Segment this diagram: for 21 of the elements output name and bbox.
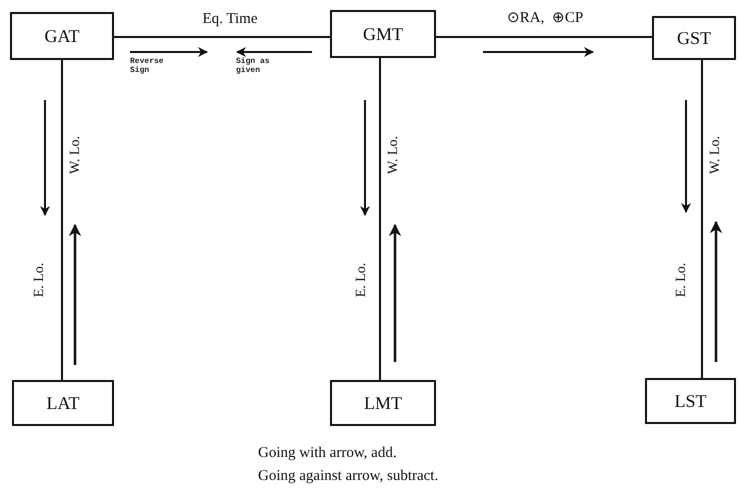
rule-note: Going with arrow, add. bbox=[258, 445, 397, 462]
time-box: LMT bbox=[330, 380, 436, 426]
time-box: LST bbox=[645, 378, 736, 424]
longitude-label: E. Lo. bbox=[674, 262, 690, 298]
connector-line bbox=[379, 58, 381, 380]
time-box: LAT bbox=[12, 380, 114, 426]
longitude-label: E. Lo. bbox=[32, 262, 48, 298]
connector-line bbox=[701, 60, 703, 378]
longitude-label: W. Lo. bbox=[708, 136, 724, 174]
rule-note: Going against arrow, subtract. bbox=[258, 468, 438, 485]
time-box: GST bbox=[652, 16, 736, 60]
longitude-label: W. Lo. bbox=[386, 136, 402, 174]
connector-line bbox=[436, 36, 652, 38]
connector-line bbox=[114, 36, 330, 38]
time-box: GAT bbox=[10, 12, 114, 60]
sign-note: Sign as given bbox=[236, 57, 271, 75]
time-box: GMT bbox=[330, 10, 436, 58]
connector-line bbox=[61, 60, 63, 380]
sign-note: Reverse Sign bbox=[130, 57, 165, 75]
longitude-label: E. Lo. bbox=[354, 262, 370, 298]
longitude-label: W. Lo. bbox=[68, 136, 84, 174]
